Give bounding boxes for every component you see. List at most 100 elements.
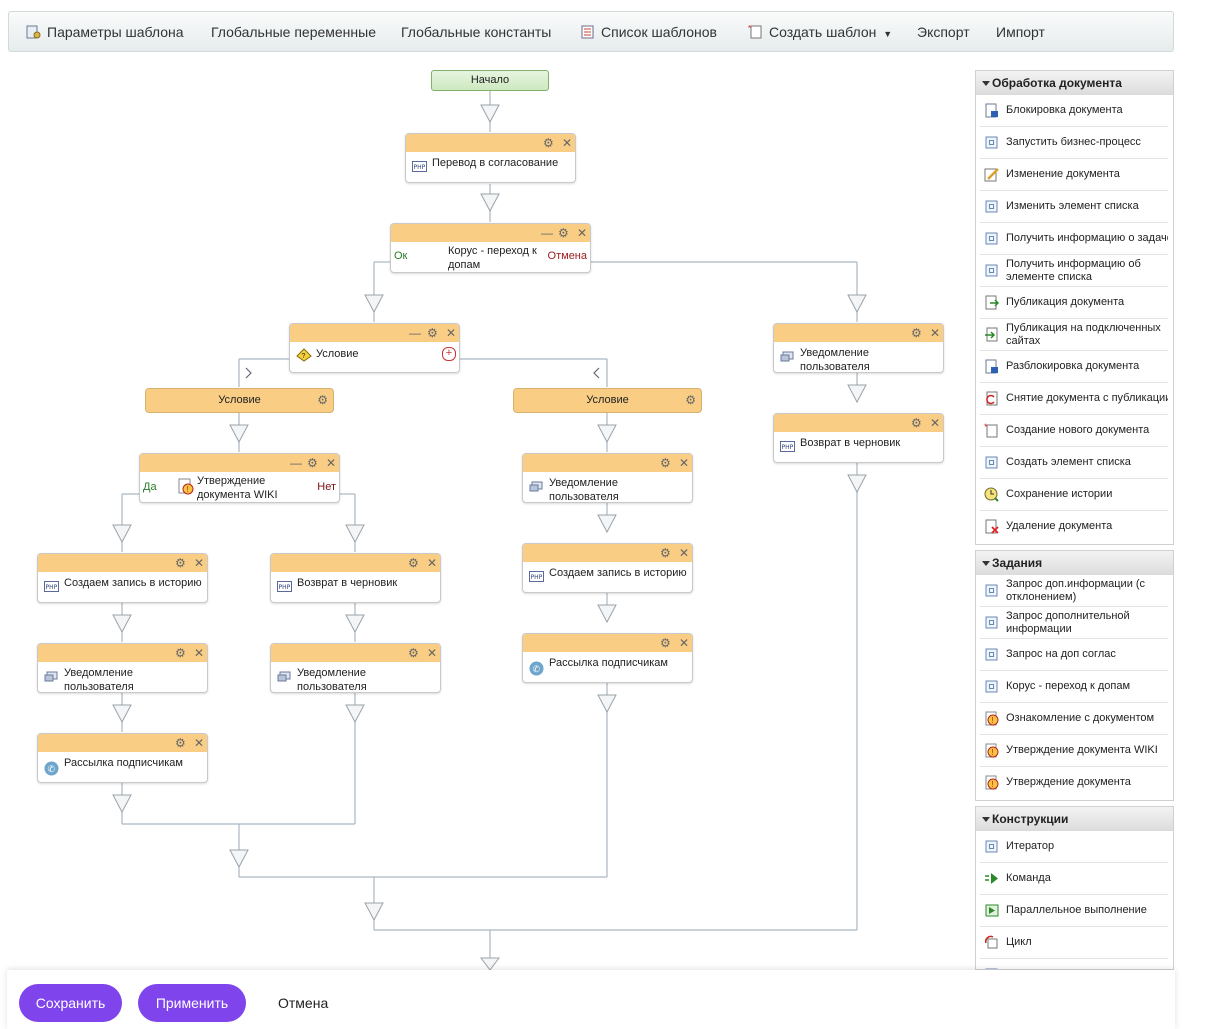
php-icon: PHP	[44, 581, 59, 592]
template-list-button[interactable]: Список шаблонов	[580, 12, 717, 53]
node-notify-left[interactable]: ⚙✕ Уведомление пользователя	[37, 643, 208, 693]
apply-button[interactable]: Применить	[138, 984, 246, 1022]
global-constants-button[interactable]: Глобальные константы	[401, 24, 552, 40]
save-button[interactable]: Сохранить	[19, 984, 122, 1022]
activity-item[interactable]: Итератор	[980, 831, 1168, 863]
activity-item[interactable]: Получить информацию об элементе списка	[980, 255, 1168, 287]
node-draft-far-right[interactable]: ⚙✕ PHP Возврат в черновик	[773, 413, 944, 463]
node-mailing-left[interactable]: ⚙✕ ✆ Рассылка подписчикам	[37, 733, 208, 783]
node-notify-middle[interactable]: ⚙✕ Уведомление пользователя	[270, 643, 441, 693]
activity-item[interactable]: Параллельное выполнение	[980, 895, 1168, 927]
activity-item[interactable]: Запрос доп.информации (с отклонением)	[980, 575, 1168, 607]
cancel-button[interactable]: Отмена	[278, 995, 329, 1011]
lock-icon	[985, 103, 998, 118]
close-icon[interactable]: ✕	[679, 546, 690, 560]
close-icon[interactable]: ✕	[577, 226, 588, 240]
gear-icon[interactable]: ⚙	[543, 136, 554, 150]
node-notify-right[interactable]: ⚙✕ Уведомление пользователя	[522, 453, 693, 503]
node-draft-middle[interactable]: ⚙✕ PHP Возврат в черновик	[270, 553, 441, 603]
node-korus-task[interactable]: —⚙✕ Корус - переход к допам Ок Отмена	[390, 223, 591, 273]
import-button[interactable]: Импорт	[996, 24, 1045, 40]
activity-item[interactable]: Создать элемент списка	[980, 447, 1168, 479]
close-icon[interactable]: ✕	[427, 556, 438, 570]
arrow-triangle	[112, 524, 132, 544]
activity-item[interactable]: Изменить элемент списка	[980, 191, 1168, 223]
close-icon[interactable]: ✕	[930, 326, 941, 340]
activity-item[interactable]: Снятие документа с публикации	[980, 383, 1168, 415]
activity-item[interactable]: Удаление документа	[980, 511, 1168, 542]
gear-icon[interactable]: ⚙	[558, 226, 569, 240]
gear-icon[interactable]: ⚙	[660, 546, 671, 560]
global-variables-button[interactable]: Глобальные переменные	[211, 24, 376, 40]
gear-icon[interactable]: ⚙	[175, 646, 186, 660]
create-template-button[interactable]: *Создать шаблон ▼	[748, 24, 893, 40]
gear-icon[interactable]: ⚙	[427, 326, 438, 340]
gear-icon[interactable]: ⚙	[408, 646, 419, 660]
activity-item[interactable]: !Утверждение документа WIKI	[980, 735, 1168, 767]
gear-icon[interactable]: ⚙	[911, 326, 922, 340]
activity-item[interactable]: Получить информацию о задаче	[980, 223, 1168, 255]
add-branch-icon[interactable]: +	[442, 347, 456, 361]
gear-icon[interactable]: ⚙	[408, 556, 419, 570]
activity-label: Снятие документа с публикации	[1006, 392, 1168, 404]
close-icon[interactable]: ✕	[326, 456, 337, 470]
minimize-icon[interactable]: —	[290, 456, 302, 470]
activity-item[interactable]: Запрос дополнительной информации	[980, 607, 1168, 639]
pencil-icon	[984, 168, 999, 182]
gear-icon[interactable]: ⚙	[660, 636, 671, 650]
node-history-right[interactable]: ⚙✕ PHP Создаем запись в историю	[522, 543, 693, 593]
gear-icon[interactable]: ⚙	[685, 393, 696, 407]
node-notify-far-right[interactable]: ⚙✕ Уведомление пользователя	[773, 323, 944, 373]
box-icon	[985, 456, 998, 469]
close-icon[interactable]: ✕	[427, 646, 438, 660]
panel-header-constructs[interactable]: Конструкции	[976, 807, 1173, 831]
close-icon[interactable]: ✕	[562, 136, 573, 150]
activity-item[interactable]: Сохранение истории	[980, 479, 1168, 511]
activity-item[interactable]: Цикл	[980, 927, 1168, 959]
panel-header-tasks[interactable]: Задания	[976, 551, 1173, 575]
activity-item[interactable]: Параллельное ожидание	[980, 959, 1168, 969]
condition-branch-left[interactable]: Условие ⚙	[145, 388, 334, 413]
branch-ok-label: Ок	[394, 250, 408, 262]
template-params-button[interactable]: Параметры шаблона	[26, 12, 184, 53]
activity-item[interactable]: *Создание нового документа	[980, 415, 1168, 447]
gear-icon[interactable]: ⚙	[175, 556, 186, 570]
activity-item[interactable]: Публикация документа	[980, 287, 1168, 319]
loop-icon	[985, 935, 998, 949]
settings-doc-icon	[26, 25, 41, 39]
close-icon[interactable]: ✕	[194, 646, 205, 660]
close-icon[interactable]: ✕	[679, 456, 690, 470]
close-icon[interactable]: ✕	[679, 636, 690, 650]
activity-item[interactable]: Запустить бизнес-процесс	[980, 127, 1168, 159]
node-mailing-right[interactable]: ⚙✕ ✆ Рассылка подписчикам	[522, 633, 693, 683]
node-wiki-approval[interactable]: —⚙✕ ! Утверждение документа WIKI Да Нет	[139, 453, 340, 503]
activity-item[interactable]: Блокировка документа	[980, 95, 1168, 127]
node-approval-transfer[interactable]: ⚙✕ PHP Перевод в согласование	[405, 133, 576, 183]
node-history-left[interactable]: ⚙✕ PHP Создаем запись в историю	[37, 553, 208, 603]
activity-item[interactable]: !Утверждение документа	[980, 767, 1168, 798]
activity-item[interactable]: Изменение документа	[980, 159, 1168, 191]
activity-item[interactable]: Команда	[980, 863, 1168, 895]
activity-item[interactable]: Разблокировка документа	[980, 351, 1168, 383]
close-icon[interactable]: ✕	[446, 326, 457, 340]
gear-icon[interactable]: ⚙	[317, 393, 328, 407]
activity-item[interactable]: Запрос на доп соглас	[980, 639, 1168, 671]
minimize-icon[interactable]: —	[541, 226, 553, 240]
condition-branch-right[interactable]: Условие ⚙	[513, 388, 702, 413]
node-condition[interactable]: —⚙✕ ? Условие +	[289, 323, 460, 373]
close-icon[interactable]: ✕	[194, 736, 205, 750]
activity-item[interactable]: Корус - переход к допам	[980, 671, 1168, 703]
activity-item[interactable]: Публикация на подключенных сайтах	[980, 319, 1168, 351]
start-node[interactable]: Начало	[431, 70, 549, 91]
activity-item[interactable]: !Ознакомление с документом	[980, 703, 1168, 735]
gear-icon[interactable]: ⚙	[307, 456, 318, 470]
close-icon[interactable]: ✕	[194, 556, 205, 570]
gear-icon[interactable]: ⚙	[911, 416, 922, 430]
box-icon	[985, 136, 998, 149]
minimize-icon[interactable]: —	[409, 326, 421, 340]
close-icon[interactable]: ✕	[930, 416, 941, 430]
panel-header-document-processing[interactable]: Обработка документа	[976, 71, 1173, 95]
export-button[interactable]: Экспорт	[917, 24, 970, 40]
gear-icon[interactable]: ⚙	[660, 456, 671, 470]
gear-icon[interactable]: ⚙	[175, 736, 186, 750]
